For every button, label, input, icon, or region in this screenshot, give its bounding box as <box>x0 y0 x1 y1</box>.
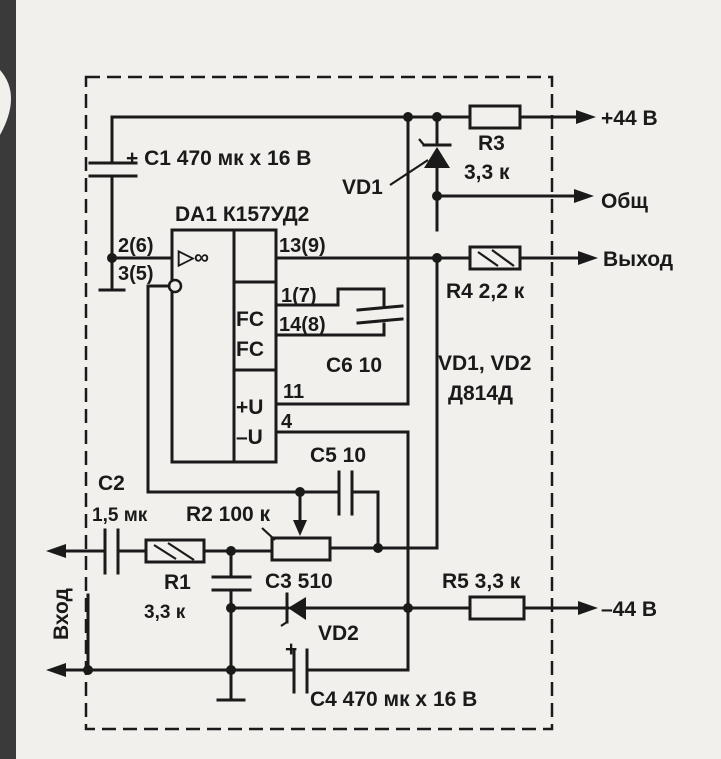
c2-value-label: 1,5 мк <box>92 505 148 526</box>
resistor-r4 <box>468 245 522 271</box>
pin-4-label: 4 <box>281 411 293 433</box>
common-line <box>432 189 594 203</box>
diode-type-label: Д814Д <box>448 382 513 405</box>
c2-name-label: C2 <box>98 472 125 495</box>
r2-label: R2 100 к <box>186 503 271 526</box>
da1-label: DA1 К157УД2 <box>175 203 309 226</box>
resistor-r1 <box>144 538 206 564</box>
fc1-label: FC <box>236 308 264 331</box>
pin-13-9-label: 13(9) <box>279 235 326 257</box>
r3-value-label: 3,3 к <box>464 161 510 184</box>
page-edge-notch <box>0 70 11 135</box>
zener-vd2 <box>229 592 472 627</box>
vd2-label: VD2 <box>318 622 359 645</box>
opamp-da1 <box>167 228 278 464</box>
zener-vd1 <box>389 115 452 232</box>
amp-symbol: ▷∞ <box>177 246 209 269</box>
fc2-label: FC <box>236 338 264 361</box>
capacitor-c5 <box>298 470 383 553</box>
pin-3-5-label: 3(5) <box>118 263 154 285</box>
r1-value-label: 3,3 к <box>144 602 186 623</box>
r1-name-label: R1 <box>164 571 191 594</box>
capacitor-c6 <box>274 287 404 337</box>
r4-label: R4 2,2 к <box>446 280 525 303</box>
top-rail <box>110 110 596 162</box>
page-edge <box>0 0 16 759</box>
c5-label: C5 10 <box>310 444 366 467</box>
capacitor-c1 <box>88 161 138 292</box>
plus44-label: +44 В <box>601 107 658 130</box>
c4-plus-label: + <box>285 638 297 661</box>
resistor-r5 <box>468 595 598 621</box>
resistor-r3 <box>468 104 522 130</box>
pin-2-6-label: 2(6) <box>118 235 154 257</box>
pin-1-7-label: 1(7) <box>281 285 317 307</box>
potentiometer-r2 <box>261 490 439 562</box>
vd-pair-label: VD1, VD2 <box>438 352 531 375</box>
vplus-wire <box>274 115 410 406</box>
common-label: Общ <box>601 190 648 213</box>
r3-name-label: R3 <box>478 132 505 155</box>
capacitor-c4 <box>292 648 410 694</box>
feedback-wire <box>146 284 302 494</box>
output-wire <box>274 251 598 550</box>
c4-label: C4 470 мк x 16 В <box>310 688 477 711</box>
r5-label: R5 3,3 к <box>442 570 521 593</box>
ground-rail <box>46 593 296 702</box>
capacitor-c3 <box>211 549 252 702</box>
output-label: Выход <box>603 248 673 271</box>
vminus-wire <box>274 430 410 660</box>
c1-label: + C1 470 мк x 16 В <box>126 147 311 170</box>
c6-label: C6 10 <box>326 354 382 377</box>
pin-11-label: 11 <box>283 381 304 403</box>
minus-u-label: –U <box>236 426 263 449</box>
vd1-label: VD1 <box>342 176 383 199</box>
plus-u-label: +U <box>236 396 263 419</box>
input-label: Вход <box>50 588 73 640</box>
minus44-label: –44 В <box>601 598 657 621</box>
junction-dot <box>403 112 413 122</box>
c3-label: C3 510 <box>265 570 333 593</box>
input-line <box>46 528 274 575</box>
module-boundary <box>84 75 554 731</box>
pin-14-8-label: 14(8) <box>279 314 326 336</box>
